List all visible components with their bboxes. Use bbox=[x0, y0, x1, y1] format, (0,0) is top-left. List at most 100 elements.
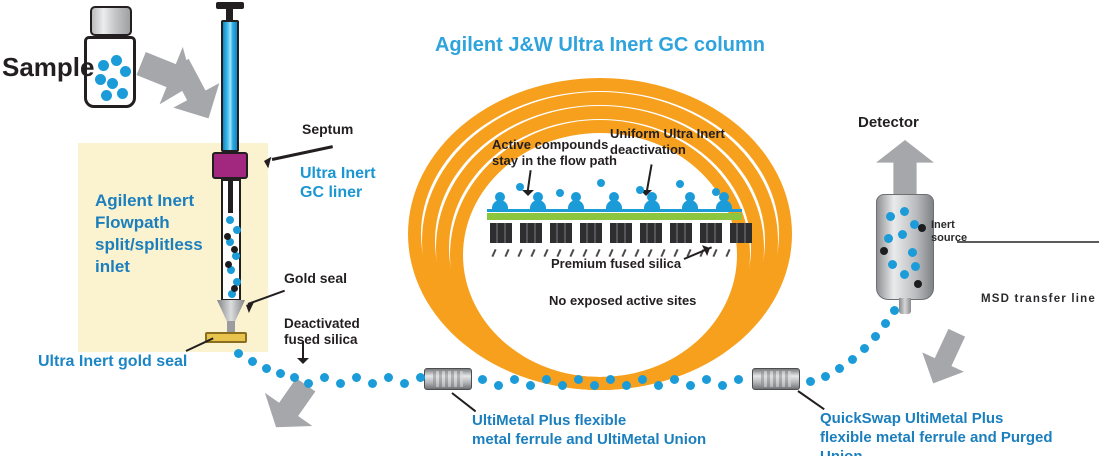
molecule-dome bbox=[682, 200, 698, 210]
flow-dot bbox=[416, 373, 425, 382]
flow-dot bbox=[590, 381, 599, 390]
liner-analyte-dot bbox=[228, 290, 236, 298]
detector-analyte-dot bbox=[900, 207, 909, 216]
liner-analyte-dot bbox=[226, 238, 234, 246]
syringe-plunger bbox=[216, 2, 244, 9]
analyte-dot bbox=[636, 186, 644, 194]
fused-silica-wall-block bbox=[640, 223, 662, 243]
sample-label: Sample bbox=[2, 52, 95, 82]
vial-sample-dot bbox=[107, 78, 118, 89]
flow-dot bbox=[686, 381, 695, 390]
flow-dot bbox=[368, 379, 377, 388]
analyte-dot bbox=[597, 179, 605, 187]
septum bbox=[212, 152, 248, 179]
transfer-line-label: MSD transfer line bbox=[981, 293, 1096, 305]
inlet-box-label: Agilent Inert Flowpath split/splitless i… bbox=[95, 191, 203, 276]
flow-dot bbox=[526, 381, 535, 390]
union2-label: QuickSwap UltiMetal Plus flexible metal … bbox=[820, 410, 1053, 456]
analyte-dot bbox=[719, 192, 729, 202]
liner-analyte-dot bbox=[226, 216, 234, 224]
analyte-dot bbox=[556, 189, 564, 197]
vial-sample-dot bbox=[98, 60, 109, 71]
flow-dot bbox=[248, 357, 257, 366]
analyte-dot bbox=[676, 180, 684, 188]
flow-dot bbox=[400, 379, 409, 388]
flow-dot bbox=[806, 377, 815, 386]
liner-analyte-dot bbox=[233, 278, 241, 286]
union1-label: UltiMetal Plus flexible metal ferrule an… bbox=[472, 412, 707, 448]
analyte-dot bbox=[533, 192, 543, 202]
analyte-dot bbox=[712, 188, 720, 196]
fused-silica-wall-block bbox=[520, 223, 542, 243]
flow-dot bbox=[638, 375, 647, 384]
detector-analyte-dot bbox=[900, 270, 909, 279]
molecule-dome bbox=[606, 200, 622, 210]
liner-contaminant-dot bbox=[224, 233, 231, 240]
fused-silica-wall-block bbox=[610, 223, 632, 243]
flow-dot bbox=[718, 381, 727, 390]
analyte-dot bbox=[609, 192, 619, 202]
flow-dot bbox=[542, 375, 551, 384]
molecule-dome bbox=[568, 200, 584, 210]
analyte-dot bbox=[647, 192, 657, 202]
detector-contaminant-dot bbox=[880, 247, 888, 255]
flow-dot bbox=[654, 381, 663, 390]
detector-analyte-dot bbox=[908, 248, 917, 257]
flow-dot bbox=[276, 369, 285, 378]
liner-contaminant-dot bbox=[231, 285, 238, 292]
fused-silica-wall-block bbox=[490, 223, 512, 243]
detector-outlet-tube bbox=[899, 298, 911, 314]
inlet-stem bbox=[227, 321, 235, 334]
molecule-dome bbox=[492, 200, 508, 210]
flow-dot bbox=[336, 379, 345, 388]
flow-dot bbox=[734, 375, 743, 384]
flow-dot bbox=[871, 332, 880, 341]
flow-dot bbox=[860, 344, 869, 353]
fused-silica-wall-block bbox=[700, 223, 722, 243]
flow-dot bbox=[670, 375, 679, 384]
analytes-arrowhead-icon bbox=[522, 190, 534, 202]
fused-silica-wall-block bbox=[580, 223, 602, 243]
molecule-dome bbox=[644, 200, 660, 210]
flow-dot bbox=[352, 373, 361, 382]
flow-dot bbox=[848, 355, 857, 364]
analyte-dot bbox=[571, 192, 581, 202]
detector-label: Detector bbox=[858, 114, 919, 131]
carrier-flow-line bbox=[487, 209, 742, 212]
analyte-dot bbox=[685, 192, 695, 202]
flow-dot bbox=[320, 373, 329, 382]
flow-dot bbox=[881, 319, 890, 328]
vial-sample-dot bbox=[120, 66, 131, 77]
vial-sample-dot bbox=[111, 55, 122, 66]
capillary-label: Deactivated fused silica bbox=[284, 316, 360, 347]
analyte-dot bbox=[516, 183, 524, 191]
capillary-pointer-arrowhead-icon bbox=[297, 358, 309, 370]
flow-dot bbox=[304, 379, 313, 388]
molecule-dome bbox=[716, 200, 732, 210]
active-sites-label: No exposed active sites bbox=[549, 293, 697, 308]
flow-dot bbox=[574, 375, 583, 384]
liner-analyte-dot bbox=[232, 252, 240, 260]
flow-dot bbox=[558, 381, 567, 390]
flow-dot bbox=[606, 375, 615, 384]
flow-dot bbox=[702, 375, 711, 384]
detector-analyte-dot bbox=[886, 212, 895, 221]
deactivation-arrowhead-icon bbox=[640, 190, 652, 202]
liner-analyte-dot bbox=[233, 226, 241, 234]
stationary-phase-layer bbox=[487, 213, 742, 220]
detector-contaminant-dot bbox=[918, 224, 926, 232]
detector-analyte-dot bbox=[888, 260, 897, 269]
syringe-needle bbox=[228, 181, 233, 213]
detector-analyte-dot bbox=[884, 234, 893, 243]
vial-sample-dot bbox=[101, 90, 112, 101]
detector-analyte-dot bbox=[898, 230, 907, 239]
detector-analyte-dot bbox=[911, 262, 920, 271]
vial-sample-dot bbox=[117, 88, 128, 99]
silica-label: Premium fused silica bbox=[551, 256, 682, 271]
detector-analyte-dot bbox=[910, 220, 919, 229]
ultra-inert-gold-seal-label: Ultra Inert gold seal bbox=[38, 353, 188, 370]
liner-contaminant-dot bbox=[231, 246, 238, 253]
molecule-dome bbox=[530, 200, 546, 210]
